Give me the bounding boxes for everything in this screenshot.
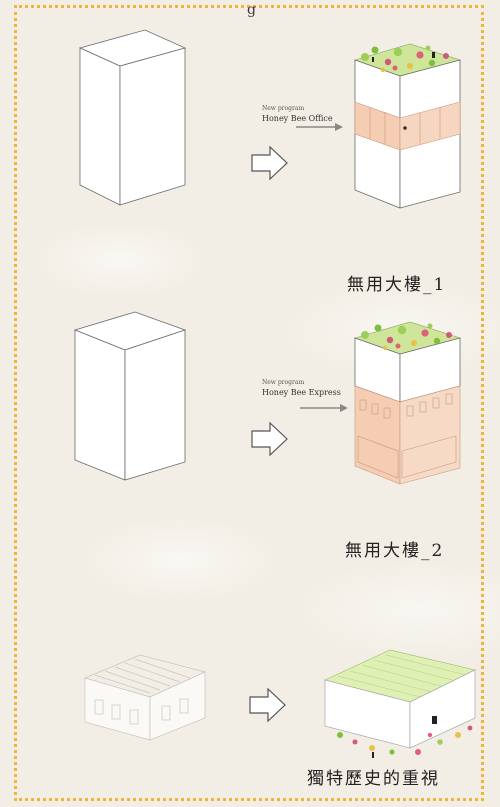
program-arrow-icon (300, 404, 348, 412)
program-arrow-icon (296, 123, 343, 131)
top-partial-label: g (247, 2, 256, 18)
program-name: Honey Bee Office (262, 114, 333, 123)
program-name: Honey Bee Express (262, 388, 341, 397)
honey-bee-office-tower (354, 43, 462, 209)
outline-right-arrow-icon (251, 421, 288, 457)
caption-row-1: 無用大樓_1 (347, 275, 447, 295)
new-program-label: New program (262, 379, 304, 386)
roof-plants-1 (361, 45, 449, 73)
plain-tower-2 (73, 311, 187, 481)
historic-building-sketch (83, 654, 207, 741)
caption-row-3: 獨特歷史的重視 (307, 769, 440, 789)
roof-plants-2 (361, 323, 452, 351)
plain-tower-1 (78, 29, 187, 206)
honey-bee-express-tower (354, 321, 462, 485)
outline-right-arrow-icon (249, 687, 286, 723)
dotted-frame: g (14, 2, 484, 801)
caption-row-2: 無用大樓_2 (345, 541, 445, 561)
new-program-label: New program (262, 105, 304, 112)
renovated-historic-building (324, 649, 476, 758)
outline-right-arrow-icon (251, 145, 288, 181)
